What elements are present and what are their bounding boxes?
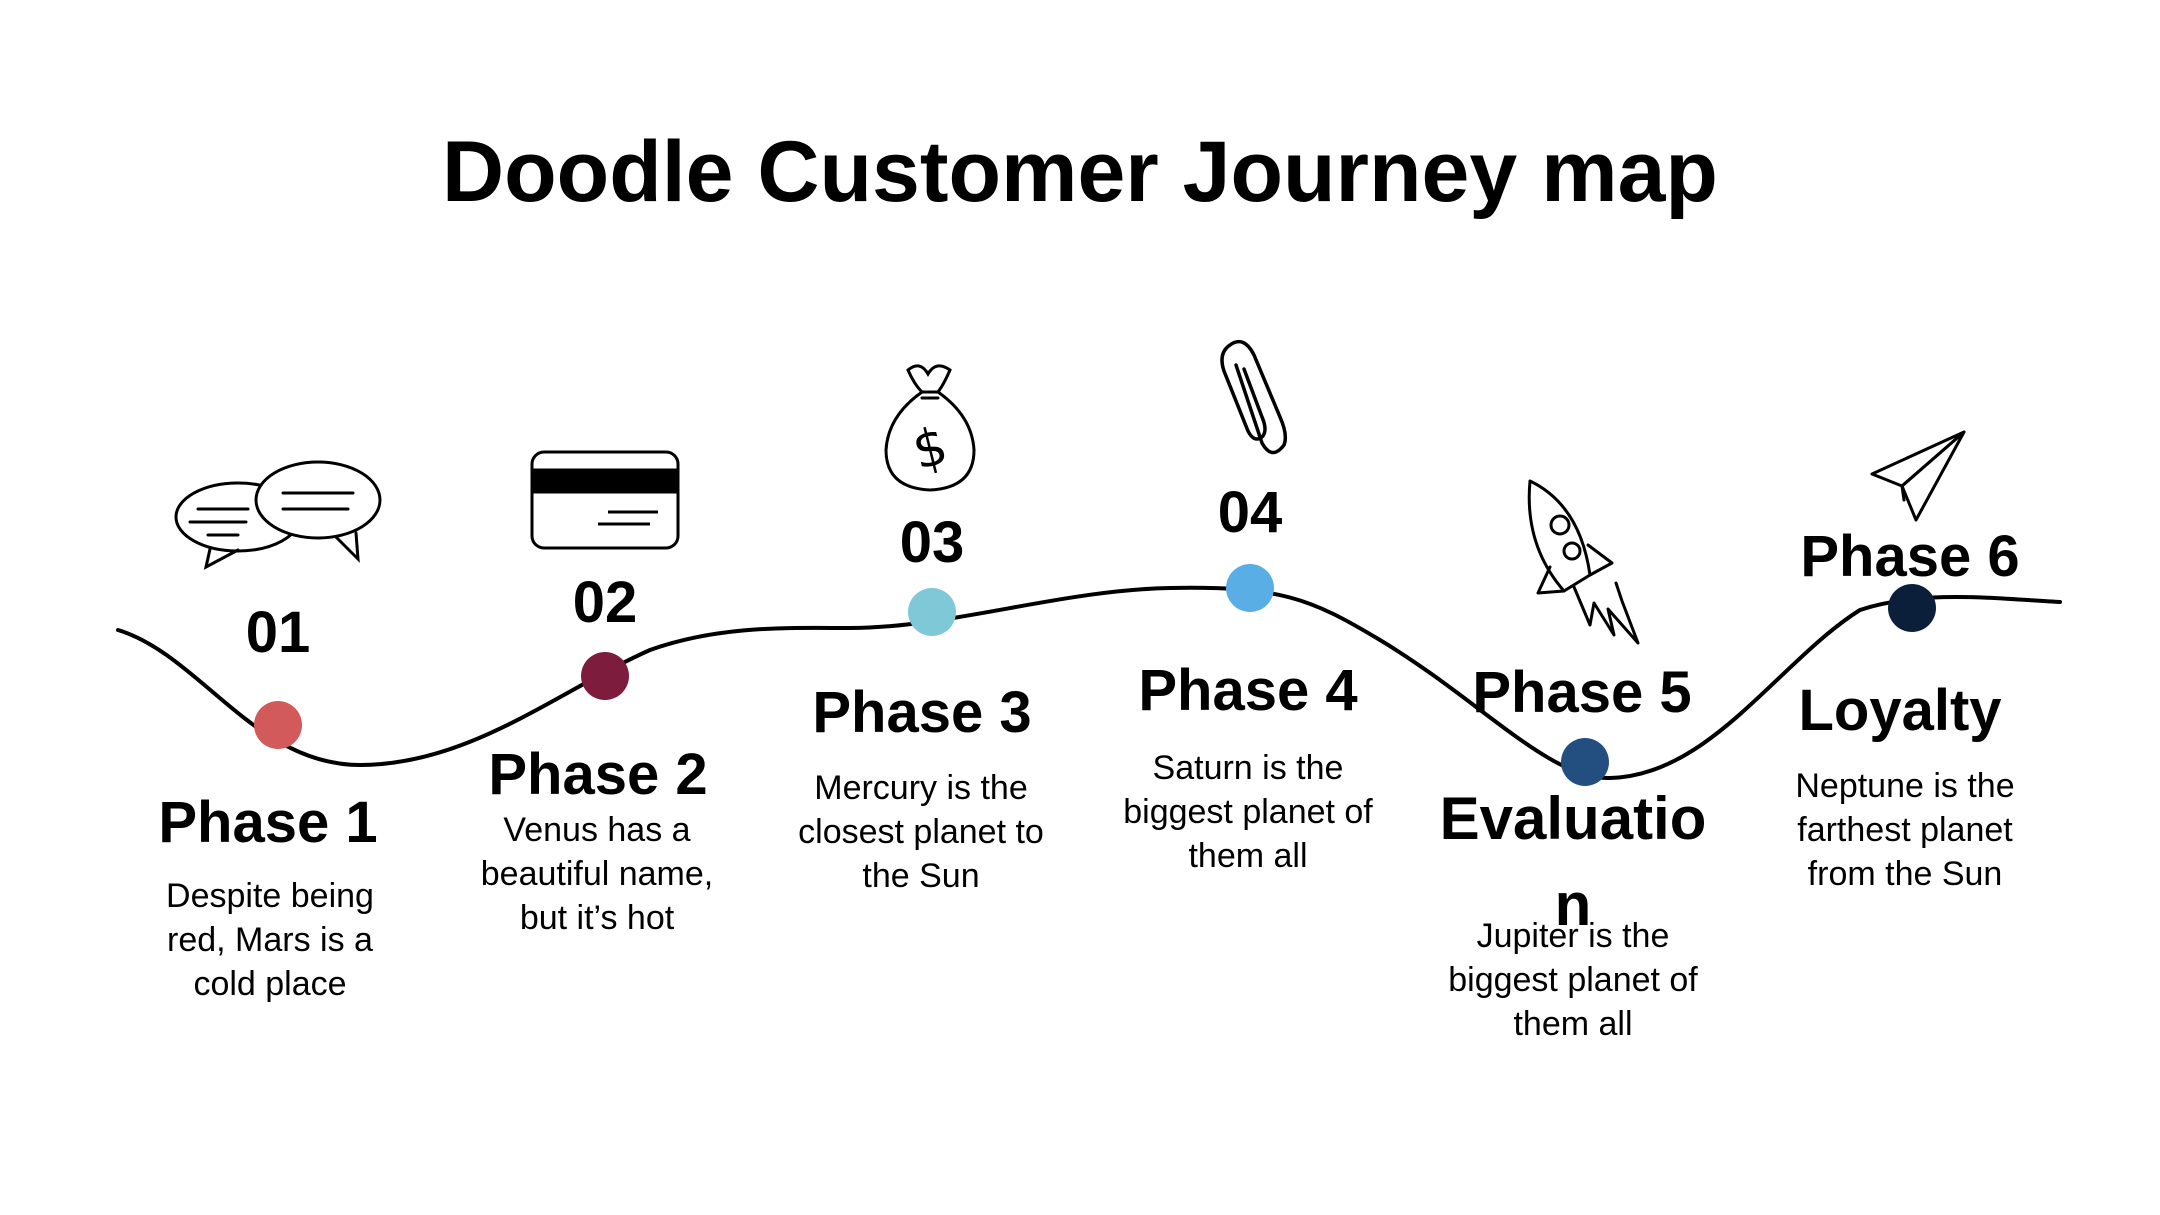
speech-bubbles-icon <box>174 460 382 570</box>
phase-6-title: Phase 6 <box>1800 524 2020 589</box>
phase-6-description: Neptune is the farthest planet from the … <box>1795 767 2015 893</box>
credit-card-icon <box>530 450 680 550</box>
phase-1-dot <box>254 701 302 749</box>
phase-2-number: 02 <box>572 570 638 635</box>
phase-2-title: Phase 2 <box>488 742 708 807</box>
phase-4-title: Phase 4 <box>1138 658 1358 723</box>
paper-plane-icon <box>1870 430 1966 522</box>
svg-text:$: $ <box>907 416 954 482</box>
phase-3-description: Mercury is the closest planet to the Sun <box>798 769 1044 895</box>
phase-1-description: Despite being red, Mars is a cold place <box>166 877 374 1003</box>
phase-3-number: 03 <box>899 510 965 575</box>
rocket-icon <box>1527 479 1640 645</box>
page-title: Doodle Customer Journey map <box>442 124 1718 220</box>
phase-4-dot <box>1226 564 1274 612</box>
paperclip-icon <box>1220 339 1288 455</box>
phase-6-dot <box>1888 584 1936 632</box>
phase-2-description: Venus has a beautiful name, but it’s hot <box>480 811 714 937</box>
phase-5-dot <box>1561 738 1609 786</box>
phase-5-description: Jupiter is the biggest planet of them al… <box>1448 917 1698 1043</box>
phase-5-subtitle: Evaluation <box>1439 785 1707 938</box>
phase-5-title: Phase 5 <box>1472 660 1692 725</box>
phase-3-title: Phase 3 <box>812 680 1032 745</box>
phase-1-number: 01 <box>245 600 311 665</box>
phase-4-description: Saturn is the biggest planet of them all <box>1123 749 1373 875</box>
money-bag-icon: $ <box>884 364 976 492</box>
journey-line <box>116 585 2062 781</box>
phase-3-dot <box>908 588 956 636</box>
phase-4-number: 04 <box>1217 480 1283 545</box>
phase-2-dot <box>581 652 629 700</box>
phase-6-subtitle: Loyalty <box>1798 678 2002 743</box>
phase-1-title: Phase 1 <box>158 790 378 855</box>
